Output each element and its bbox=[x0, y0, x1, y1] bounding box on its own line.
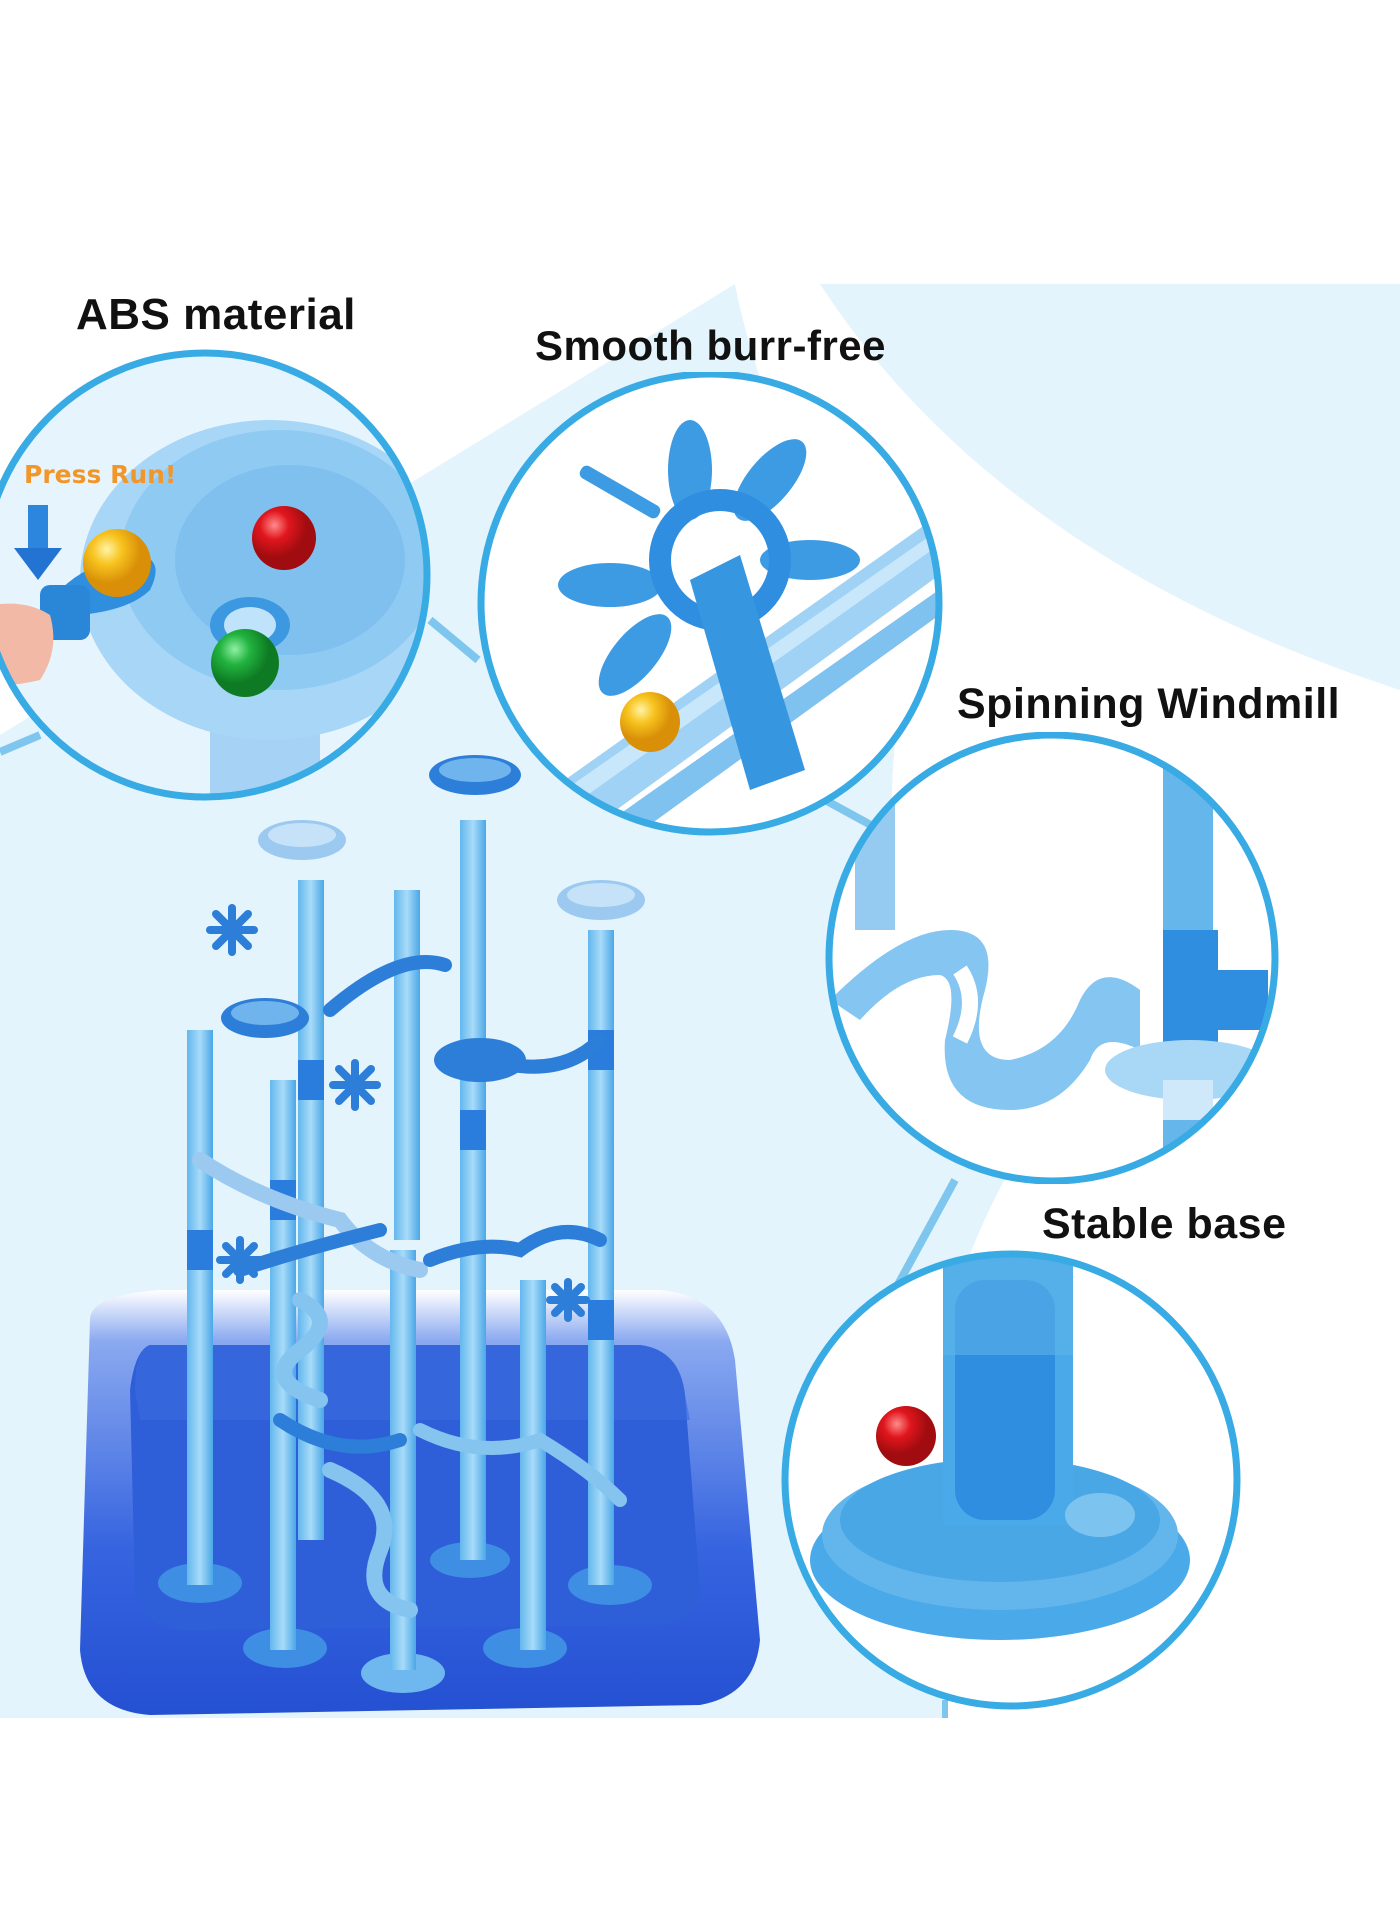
press-run-annotation: Press Run! bbox=[24, 460, 177, 489]
wavy-track bbox=[830, 930, 1140, 1110]
yellow-marble bbox=[620, 692, 680, 752]
connector-line bbox=[891, 1178, 959, 1292]
connector-line bbox=[427, 616, 481, 664]
feature-circle-stable bbox=[781, 1250, 1241, 1710]
feature-label-stable: Stable base bbox=[1042, 1200, 1287, 1248]
base-cups bbox=[158, 1542, 652, 1693]
down-arrow-icon bbox=[14, 505, 62, 580]
feature-circle-smooth bbox=[477, 372, 943, 836]
red-marble bbox=[252, 506, 316, 570]
marble-run-tower bbox=[80, 755, 760, 1715]
tower-windmills bbox=[206, 904, 590, 1322]
connector-line bbox=[0, 731, 42, 756]
top-cups bbox=[221, 755, 645, 1082]
inflatable-tray bbox=[80, 1290, 760, 1715]
tracks bbox=[192, 955, 627, 1618]
windmill-bracket bbox=[690, 555, 805, 790]
feature-label-windmill: Spinning Windmill bbox=[957, 680, 1341, 728]
feature-label-abs: ABS material bbox=[76, 290, 356, 339]
feature-circle-windmill bbox=[825, 732, 1279, 1184]
green-marble bbox=[211, 629, 279, 697]
windmill bbox=[558, 420, 860, 696]
finger bbox=[0, 603, 54, 685]
yellow-marble bbox=[83, 529, 151, 597]
feature-circle-abs bbox=[0, 349, 431, 801]
feature-label-smooth: Smooth burr-free bbox=[535, 322, 887, 369]
red-marble bbox=[876, 1406, 936, 1466]
